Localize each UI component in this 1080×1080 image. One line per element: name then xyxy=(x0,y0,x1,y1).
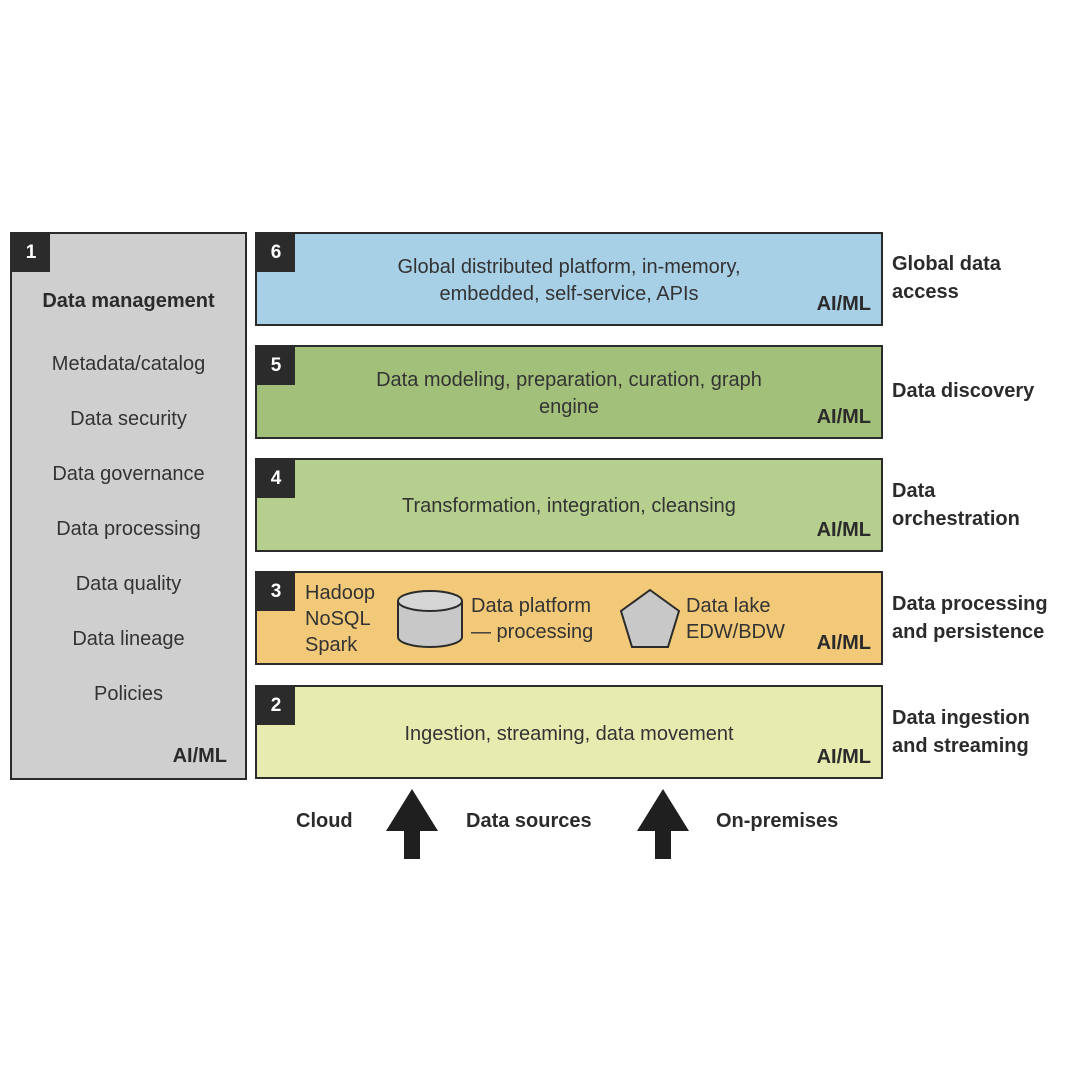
up-arrow-icon xyxy=(637,789,689,859)
layer-5-line-2: engine xyxy=(538,396,600,418)
side-label-line-2: and streaming xyxy=(892,735,1029,757)
tech-nosql: NoSQL xyxy=(305,608,371,630)
side-label-line-1: Data ingestion xyxy=(892,707,1030,729)
layer-6-line-1: Global distributed platform, in-memory, xyxy=(397,256,741,278)
tech-hadoop: Hadoop xyxy=(305,582,376,604)
aiml-badge: AI/ML xyxy=(172,745,227,767)
side-label-line-1: Data discovery xyxy=(892,380,1035,402)
side-label-line-2: orchestration xyxy=(892,508,1020,530)
data-sources-label: Data sources xyxy=(466,810,592,832)
side-label-line-1: Global data xyxy=(892,253,1001,275)
item-data-quality: Data quality xyxy=(75,573,182,595)
aiml-badge: AI/ML xyxy=(816,519,871,541)
data-management-title: Data management xyxy=(42,290,215,312)
layer-number-badge: 1 xyxy=(12,234,50,272)
side-label-line-2: access xyxy=(892,281,959,303)
layer-2-ingestion-streaming: 2 Ingestion, streaming, data movement AI… xyxy=(255,685,883,779)
layer-4-line-1: Transformation, integration, cleansing xyxy=(402,495,736,517)
item-metadata-catalog: Metadata/catalog xyxy=(51,353,206,375)
layer-5-description: Data modeling, preparation, curation, gr… xyxy=(297,367,841,421)
data-management-panel: 1 Data management Metadata/catalog Data … xyxy=(10,232,247,780)
side-label-line-1: Data xyxy=(892,480,936,502)
up-arrow-icon xyxy=(386,789,438,859)
layer-2-line-1: Ingestion, streaming, data movement xyxy=(404,723,734,745)
item-data-governance: Data governance xyxy=(52,463,205,485)
data-lake-label: Data lake EDW/BDW xyxy=(686,593,785,645)
side-label-line-2: and persistence xyxy=(892,621,1045,643)
aiml-badge: AI/ML xyxy=(816,746,871,768)
layer-3-processing-persistence: 3 Hadoop NoSQL Spark Data platform — pro… xyxy=(255,571,883,665)
item-data-lineage: Data lineage xyxy=(72,628,185,650)
layer-number-badge: 6 xyxy=(257,234,295,272)
layer-6-line-2: embedded, self-service, APIs xyxy=(439,283,699,305)
layer-5-data-discovery: 5 Data modeling, preparation, curation, … xyxy=(255,345,883,439)
tech-spark: Spark xyxy=(305,634,358,656)
layer-6-global-access: 6 Global distributed platform, in-memory… xyxy=(255,232,883,326)
cloud-label: Cloud xyxy=(296,810,353,832)
layer-number-badge: 3 xyxy=(257,573,295,611)
layer-number-badge: 5 xyxy=(257,347,295,385)
data-platform-line-2: — processing xyxy=(471,621,594,643)
layer-5-line-1: Data modeling, preparation, curation, gr… xyxy=(376,369,762,391)
side-label-line-1: Data processing xyxy=(892,593,1048,615)
layer-4-data-orchestration: 4 Transformation, integration, cleansing… xyxy=(255,458,883,552)
side-label-data-processing-persistence: Data processing and persistence xyxy=(892,590,1077,646)
layer-6-description: Global distributed platform, in-memory, … xyxy=(297,254,841,308)
side-label-global-data-access: Global data access xyxy=(892,250,1077,306)
layer-number-badge: 4 xyxy=(257,460,295,498)
side-label-data-discovery: Data discovery xyxy=(892,377,1077,405)
data-lake-line-2: EDW/BDW xyxy=(686,621,785,643)
aiml-badge: AI/ML xyxy=(816,293,871,315)
pentagon-icon xyxy=(619,588,681,648)
database-cylinder-icon xyxy=(397,590,463,648)
data-lake-line-1: Data lake xyxy=(686,595,771,617)
side-label-data-orchestration: Data orchestration xyxy=(892,477,1077,533)
item-data-processing: Data processing xyxy=(56,518,201,540)
item-data-security: Data security xyxy=(70,408,187,430)
aiml-badge: AI/ML xyxy=(816,632,871,654)
aiml-badge: AI/ML xyxy=(816,406,871,428)
side-label-data-ingestion-streaming: Data ingestion and streaming xyxy=(892,704,1077,760)
data-platform-label: Data platform — processing xyxy=(471,593,593,645)
data-platform-line-1: Data platform xyxy=(471,595,592,617)
item-policies: Policies xyxy=(94,683,163,705)
on-premises-label: On-premises xyxy=(716,810,839,832)
tech-stack-list: Hadoop NoSQL Spark xyxy=(305,580,375,658)
layer-number-badge: 2 xyxy=(257,687,295,725)
